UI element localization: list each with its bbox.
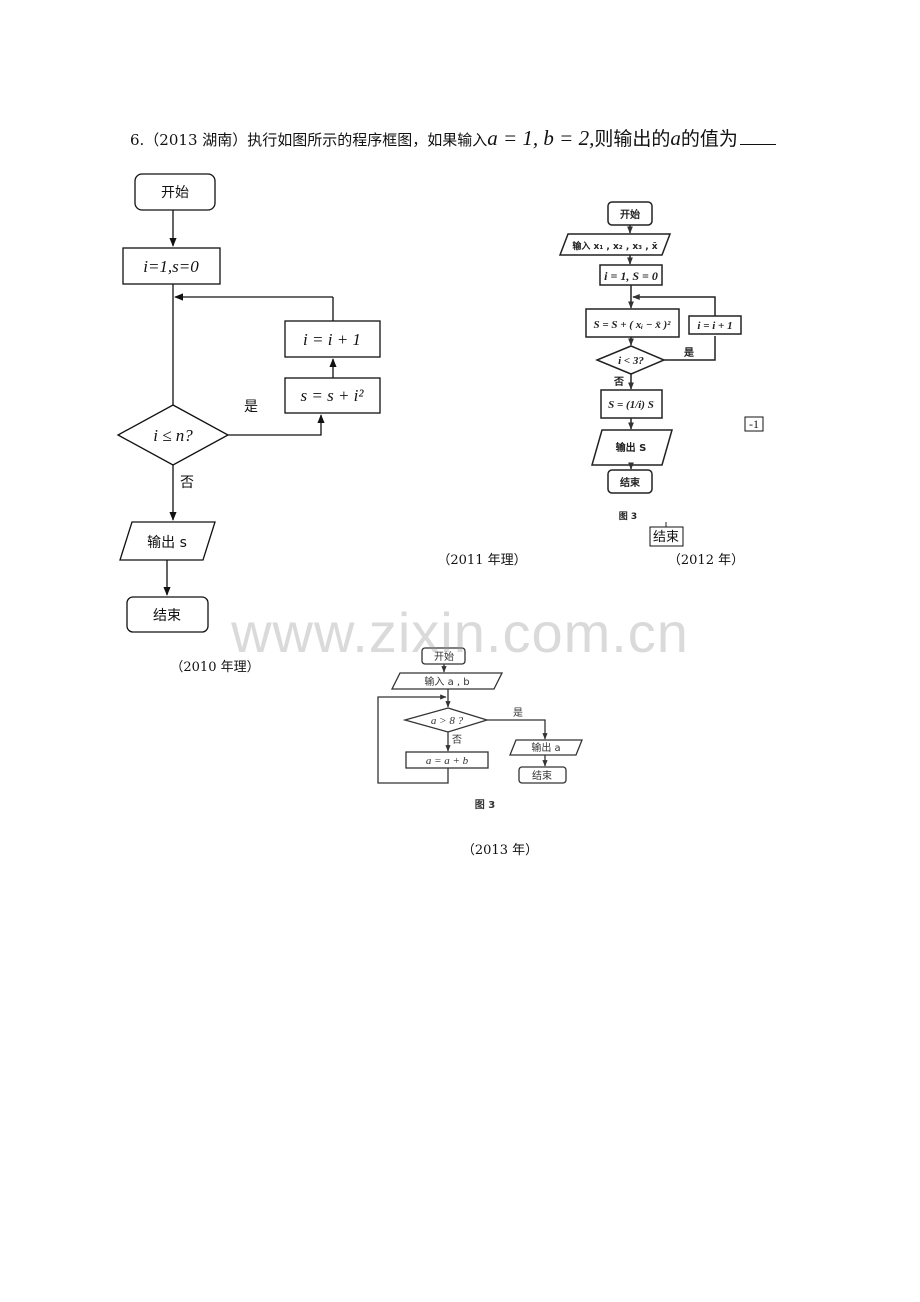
accumulate-node [585, 308, 680, 338]
question-input-math: a = 1, b = 2, [487, 126, 595, 150]
yes-label: 是 [244, 399, 258, 415]
init-label: i = 1, S = 0 [604, 269, 658, 283]
no-label: 否 [452, 734, 462, 746]
figure-label: 图 3 [619, 511, 637, 522]
stray-box-label: -1 [749, 417, 759, 431]
init-label: i=1,s=0 [143, 257, 199, 276]
end-node [126, 596, 209, 633]
condition-label: i ≤ n? [153, 426, 193, 445]
start-label: 开始 [434, 650, 454, 663]
condition-label: i < 3? [618, 355, 644, 367]
end-label: 结束 [620, 476, 641, 489]
caption-2010: （2010 年理） [170, 660, 259, 675]
compute-label: S = (1/i) S [608, 399, 654, 411]
end-label: 结束 [153, 608, 181, 624]
flowchart-2013 [377, 647, 583, 784]
question-middle: 则输出的 [594, 128, 671, 150]
init-node [122, 247, 221, 285]
question-var: a [670, 126, 681, 150]
end-label: 结束 [532, 769, 552, 782]
end-node [607, 469, 653, 494]
output-node [591, 429, 673, 466]
question-prefix: 6.（2013 湖南）执行如图所示的程序框图，如果输入 [130, 131, 488, 149]
output-label: 输出 S [616, 441, 647, 454]
question-suffix: 的值为 [680, 128, 738, 150]
answer-blank [739, 144, 776, 145]
caption-2012: （2012 年） [668, 553, 744, 568]
compute-node [600, 389, 663, 419]
accumulate-label: S = S + ( xᵢ − x̄ )² [594, 319, 672, 331]
start-label: 开始 [620, 208, 640, 221]
question-text: 6.（2013 湖南）执行如图所示的程序框图，如果输入a = 1, b = 2,… [130, 124, 776, 151]
output-label: 输出 a [531, 741, 560, 754]
input-node [390, 672, 504, 690]
start-node [134, 173, 216, 211]
stray-end-label: 结束 [653, 530, 679, 545]
flowchart-2010 [116, 173, 381, 633]
yes-label: 是 [683, 347, 694, 359]
caption-2011: （2011 年理） [437, 553, 526, 568]
increment-label: i = i + 1 [303, 330, 361, 349]
update-label: a = a + b [426, 755, 469, 767]
update-node [405, 751, 489, 769]
output-node [509, 739, 583, 756]
stray-box [744, 416, 764, 432]
output-node [119, 521, 216, 561]
caption-2013: （2013 年） [462, 843, 538, 858]
accumulate-node [284, 377, 381, 414]
input-label: 输入 a , b [424, 675, 469, 688]
watermark: www.zixin.com.cn [231, 601, 689, 664]
increment-node [284, 320, 381, 358]
accumulate-label: s = s + i² [301, 386, 365, 405]
output-label: 输出 s [147, 535, 187, 551]
flowchart-2012 [558, 201, 764, 547]
condition-label: a > 8 ? [431, 715, 464, 727]
start-label: 开始 [161, 185, 189, 201]
no-label: 否 [613, 376, 624, 388]
increment-node [688, 315, 742, 335]
input-label: 输入 x₁ , x₂ , x₃ , x̄ [572, 240, 657, 252]
yes-label: 是 [513, 707, 523, 719]
figure-label: 图 3 [475, 799, 495, 811]
input-node [558, 233, 672, 256]
no-label: 否 [180, 475, 194, 491]
increment-label: i = i + 1 [697, 320, 732, 332]
end-node [518, 766, 567, 784]
